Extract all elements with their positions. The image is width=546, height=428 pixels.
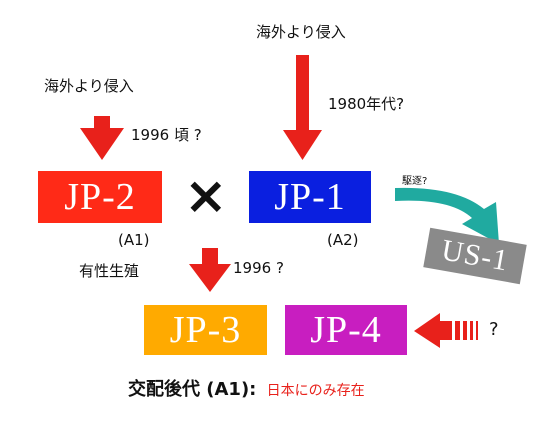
label-unknown: ? — [489, 319, 499, 340]
box-us-1-label: US-1 — [439, 233, 512, 278]
arrow-down-middle — [189, 248, 231, 292]
bottom-caption-main: 交配後代 (A1): — [128, 379, 257, 400]
arrow-down-left — [80, 116, 124, 160]
box-jp-3: JP-3 — [144, 305, 267, 355]
label-a2: (A2) — [327, 231, 359, 249]
box-jp-2-label: JP-2 — [64, 176, 136, 218]
bottom-caption-note: 日本にのみ存在 — [266, 383, 365, 399]
label-sexual-reproduction: 有性生殖 — [79, 262, 140, 280]
box-jp-1: JP-1 — [249, 171, 371, 223]
label-1996: 1996 ? — [233, 259, 284, 277]
bottom-caption: 交配後代 (A1): 日本にのみ存在 — [128, 375, 365, 401]
box-jp-3-label: JP-3 — [169, 309, 242, 351]
label-1980s: 1980年代? — [328, 95, 405, 113]
cross-symbol: × — [184, 166, 228, 226]
label-expelled: 駆逐? — [402, 176, 428, 187]
label-invade-top: 海外より侵入 — [256, 23, 346, 41]
box-jp-4-label: JP-4 — [310, 309, 382, 351]
box-jp-2: JP-2 — [38, 171, 162, 223]
arrow-left-dashed — [414, 313, 478, 348]
arrow-down-top — [283, 55, 322, 160]
box-jp-4: JP-4 — [285, 305, 407, 355]
label-invade-left: 海外より侵入 — [44, 77, 134, 95]
label-1996-approx: 1996 頃 ? — [131, 126, 202, 144]
arrow-curved-teal — [395, 187, 499, 244]
box-jp-1-label: JP-1 — [274, 176, 346, 218]
label-a1: (A1) — [118, 231, 150, 249]
